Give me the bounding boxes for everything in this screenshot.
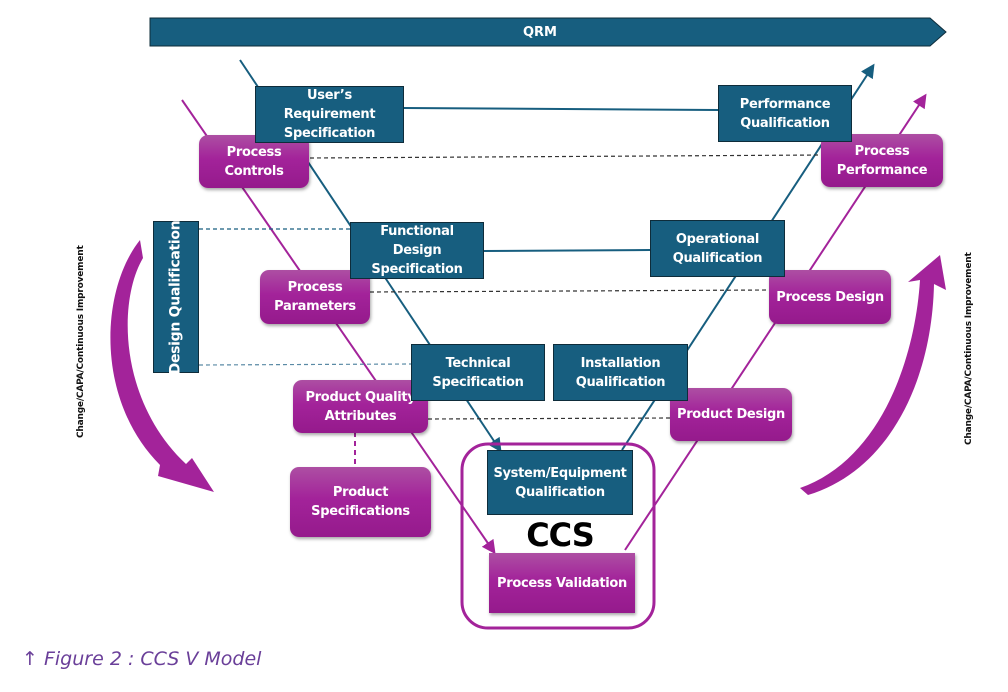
product-design-box: Product Design: [670, 388, 792, 441]
dashed-pqa-product-design: [427, 417, 673, 420]
process-validation-box: Process Validation: [489, 553, 635, 613]
process-controls-box: Process Controls: [199, 135, 309, 188]
installation-qualification-box: Installation Qualification: [553, 344, 688, 401]
ccs-label: CCS: [526, 516, 595, 554]
process-performance-box: Process Performance: [821, 134, 943, 187]
connector-fds-oq: [483, 249, 651, 252]
ccs-container: [460, 442, 656, 630]
operational-qualification-box: Operational Qualification: [650, 220, 785, 277]
product-quality-attributes-box: Product Quality Attributes: [293, 380, 428, 433]
performance-qualification-box: Performance Qualification: [718, 85, 852, 142]
functional-design-specification-box: Functional Design Specification: [350, 222, 484, 279]
qrm-banner: [149, 17, 947, 47]
right-cycle-arrow: [800, 255, 946, 495]
left-cycle-arrow: [110, 240, 214, 492]
technical-specification-box: Technical Specification: [411, 344, 545, 401]
qrm-label: QRM: [523, 24, 557, 40]
left-cycle-label: Change/CAPA/Continuous Improvement: [76, 245, 86, 438]
connector-urs-pq: [403, 107, 719, 111]
product-specifications-box: Product Specifications: [290, 467, 431, 537]
dashed-dq-ts: [198, 363, 413, 366]
figure-caption: ↑ Figure 2 : CCS V Model: [22, 648, 261, 670]
caption-arrow-icon: ↑: [22, 648, 38, 670]
dashed-process-controls-performance: [309, 154, 823, 159]
process-design-box: Process Design: [769, 270, 891, 324]
process-parameters-box: Process Parameters: [260, 270, 370, 324]
right-cycle-label: Change/CAPA/Continuous Improvement: [964, 252, 974, 445]
design-qualification-label: Design Qualification: [167, 220, 184, 374]
users-requirement-specification-box: User’s Requirement Specification: [255, 86, 404, 143]
design-qualification-box: Design Qualification: [153, 220, 199, 374]
system-equipment-qualification-box: System/Equipment Qualification: [487, 450, 633, 515]
caption-text: Figure 2 : CCS V Model: [43, 648, 262, 670]
dashed-process-parameters-design: [369, 289, 771, 293]
